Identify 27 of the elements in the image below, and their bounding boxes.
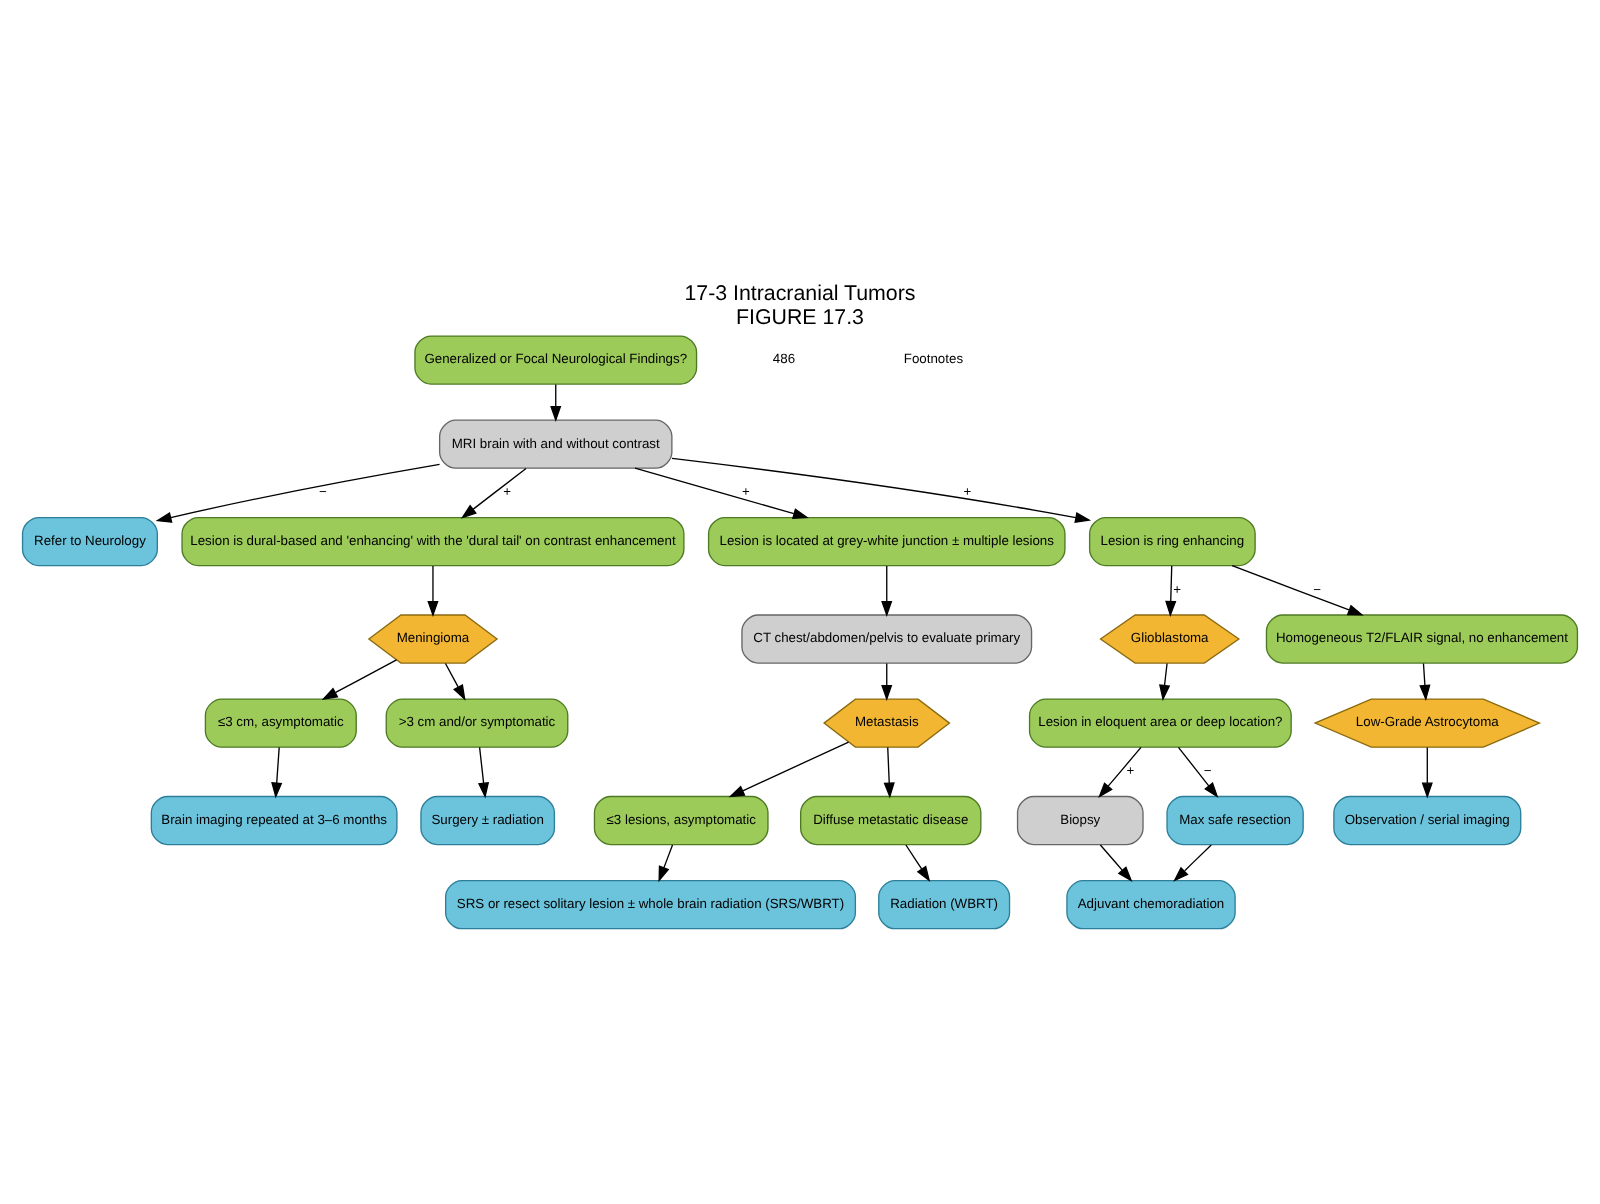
arrow (460, 466, 527, 518)
arrow (658, 843, 674, 882)
arrow (881, 564, 893, 616)
arrow (550, 382, 562, 421)
arrow (634, 466, 809, 518)
arrow (1159, 661, 1171, 700)
arrow (1173, 843, 1212, 881)
arrow (1099, 843, 1133, 881)
arrow (1177, 745, 1219, 798)
arrow (321, 658, 398, 699)
arrow (477, 745, 490, 798)
arrow (271, 745, 283, 798)
arrow (444, 661, 466, 700)
arrow (1165, 564, 1177, 616)
arrow (1231, 563, 1364, 615)
arrow (728, 740, 850, 797)
arrow (1419, 661, 1431, 700)
arrow (881, 661, 893, 700)
arrow (671, 456, 1092, 523)
caption: FIGURE 17.3 (736, 304, 864, 329)
arrow (883, 745, 895, 798)
arrow (1421, 745, 1433, 798)
arrow (1098, 745, 1142, 798)
arrow (427, 564, 439, 616)
arrow (155, 462, 441, 522)
arrow (905, 843, 931, 882)
diagram-title: 17-3 Intracranial Tumors (684, 280, 916, 305)
